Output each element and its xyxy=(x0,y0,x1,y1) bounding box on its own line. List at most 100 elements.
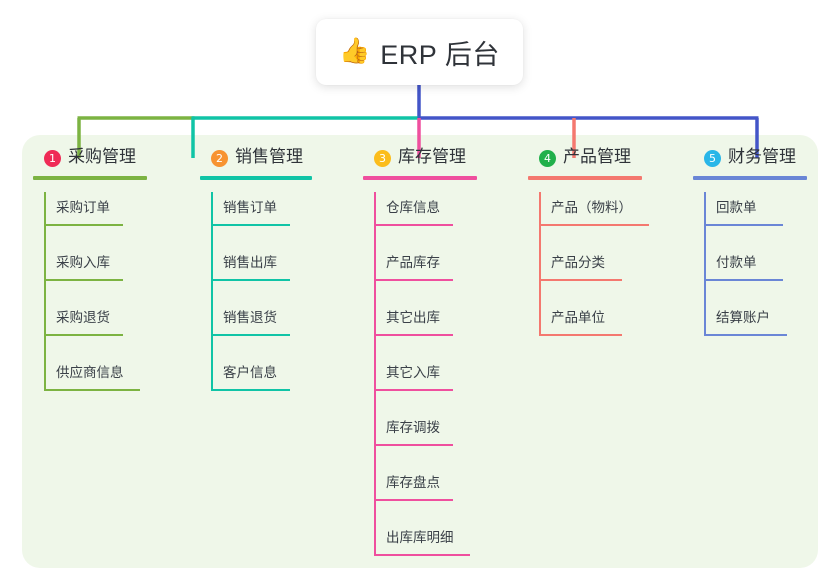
column-header-rule xyxy=(33,176,147,180)
leaf-label: 付款单 xyxy=(716,255,757,270)
leaf-label: 产品库存 xyxy=(386,255,440,270)
leaf-spine xyxy=(211,192,213,390)
leaf-item[interactable]: 销售退货 xyxy=(200,302,303,357)
leaf-label: 产品（物料） xyxy=(551,200,632,215)
leaf-item[interactable]: 回款单 xyxy=(693,192,796,247)
column-title: 采购管理 xyxy=(68,147,136,166)
leaf-label: 其它入库 xyxy=(386,365,440,380)
leaf-item[interactable]: 采购入库 xyxy=(33,247,136,302)
leaf-label: 销售订单 xyxy=(223,200,277,215)
leaf-label: 回款单 xyxy=(716,200,757,215)
column-header-rule xyxy=(200,176,312,180)
leaf-item[interactable]: 其它入库 xyxy=(363,357,466,412)
leaf-label: 结算账户 xyxy=(716,310,770,325)
leaf-list: 产品（物料） 产品分类产品单位 xyxy=(528,192,649,357)
leaf-rule xyxy=(211,224,290,226)
column-number-badge: 5 xyxy=(704,150,721,167)
leaf-spine xyxy=(374,192,376,555)
leaf-rule xyxy=(374,444,453,446)
thumbs-up-icon: 👍 xyxy=(339,36,371,65)
leaf-rule xyxy=(44,334,123,336)
leaf-rule xyxy=(44,224,123,226)
column-header-finance[interactable]: 5 财务管理 xyxy=(693,147,807,181)
leaf-rule xyxy=(704,279,783,281)
leaf-spine xyxy=(539,192,541,335)
column-header-purchase[interactable]: 1 采购管理 xyxy=(33,147,147,181)
leaf-item[interactable]: 供应商信息 xyxy=(33,357,140,412)
leaf-item[interactable]: 产品单位 xyxy=(528,302,631,357)
leaf-label: 产品分类 xyxy=(551,255,605,270)
column-title: 财务管理 xyxy=(728,147,796,166)
column-header-rule xyxy=(528,176,642,180)
leaf-label: 产品单位 xyxy=(551,310,605,325)
leaf-rule xyxy=(374,499,453,501)
leaf-item[interactable]: 销售订单 xyxy=(200,192,303,247)
leaf-item[interactable]: 出库库明细 xyxy=(363,522,470,577)
leaf-label: 采购入库 xyxy=(56,255,110,270)
leaf-rule xyxy=(44,279,123,281)
leaf-list: 销售订单销售出库销售退货客户信息 xyxy=(200,192,303,412)
leaf-label: 销售退货 xyxy=(223,310,277,325)
leaf-label: 采购退货 xyxy=(56,310,110,325)
leaf-spine xyxy=(704,192,706,335)
root-node[interactable]: 👍 ERP 后台 xyxy=(316,19,523,85)
leaf-rule xyxy=(374,279,453,281)
column-number-badge: 4 xyxy=(539,150,556,167)
leaf-list: 回款单付款单结算账户 xyxy=(693,192,796,357)
column-sales: 2 销售管理销售订单销售出库销售退货客户信息 xyxy=(200,147,312,412)
leaf-label: 仓库信息 xyxy=(386,200,440,215)
leaf-label: 采购订单 xyxy=(56,200,110,215)
leaf-rule xyxy=(539,334,622,336)
leaf-item[interactable]: 产品（物料） xyxy=(528,192,649,247)
leaf-item[interactable]: 采购订单 xyxy=(33,192,136,247)
leaf-rule xyxy=(211,334,290,336)
column-finance: 5 财务管理回款单付款单结算账户 xyxy=(693,147,807,357)
leaf-rule xyxy=(374,389,453,391)
leaf-item[interactable]: 产品库存 xyxy=(363,247,466,302)
leaf-rule xyxy=(374,334,453,336)
leaf-rule xyxy=(374,224,453,226)
leaf-item[interactable]: 产品分类 xyxy=(528,247,631,302)
leaf-label: 供应商信息 xyxy=(56,365,124,380)
column-product: 4 产品管理产品（物料） 产品分类产品单位 xyxy=(528,147,649,357)
leaf-label: 销售出库 xyxy=(223,255,277,270)
root-title: ERP 后台 xyxy=(380,39,500,70)
leaf-rule xyxy=(211,389,290,391)
leaf-item[interactable]: 仓库信息 xyxy=(363,192,466,247)
leaf-item[interactable]: 库存盘点 xyxy=(363,467,466,522)
leaf-label: 库存盘点 xyxy=(386,475,440,490)
leaf-list: 仓库信息产品库存其它出库其它入库库存调拨库存盘点出库库明细 xyxy=(363,192,470,577)
leaf-label: 其它出库 xyxy=(386,310,440,325)
leaf-rule xyxy=(539,279,622,281)
column-header-sales[interactable]: 2 销售管理 xyxy=(200,147,312,181)
column-number-badge: 1 xyxy=(44,150,61,167)
leaf-rule xyxy=(374,554,470,556)
column-header-rule xyxy=(363,176,477,180)
background-panel xyxy=(22,135,818,568)
leaf-item[interactable]: 付款单 xyxy=(693,247,796,302)
leaf-rule xyxy=(704,224,783,226)
column-number-badge: 2 xyxy=(211,150,228,167)
column-title: 销售管理 xyxy=(235,147,303,166)
leaf-spine xyxy=(44,192,46,390)
leaf-list: 采购订单采购入库采购退货供应商信息 xyxy=(33,192,140,412)
leaf-item[interactable]: 销售出库 xyxy=(200,247,303,302)
leaf-item[interactable]: 客户信息 xyxy=(200,357,303,412)
leaf-rule xyxy=(211,279,290,281)
leaf-label: 出库库明细 xyxy=(386,530,454,545)
leaf-label: 客户信息 xyxy=(223,365,277,380)
column-header-rule xyxy=(693,176,807,180)
column-purchase: 1 采购管理采购订单采购入库采购退货供应商信息 xyxy=(33,147,147,412)
leaf-rule xyxy=(44,389,140,391)
column-header-product[interactable]: 4 产品管理 xyxy=(528,147,642,181)
leaf-item[interactable]: 库存调拨 xyxy=(363,412,466,467)
column-number-badge: 3 xyxy=(374,150,391,167)
leaf-item[interactable]: 其它出库 xyxy=(363,302,466,357)
leaf-label: 库存调拨 xyxy=(386,420,440,435)
leaf-item[interactable]: 采购退货 xyxy=(33,302,136,357)
leaf-item[interactable]: 结算账户 xyxy=(693,302,796,357)
column-title: 产品管理 xyxy=(563,147,631,166)
